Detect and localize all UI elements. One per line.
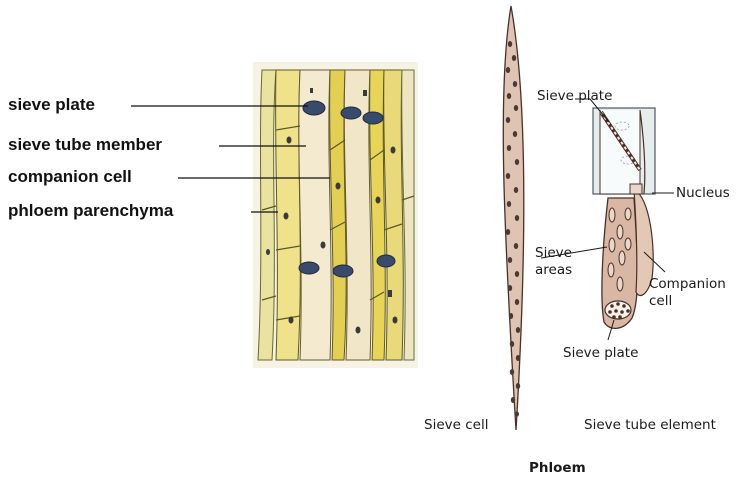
label-companion-cell-1: Companion <box>649 276 726 292</box>
label-sieve-tube-element: Sieve tube element <box>584 417 716 433</box>
label-sieve-plate: sieve plate <box>8 95 95 114</box>
label-phloem-parenchyma: phloem parenchyma <box>8 201 174 220</box>
left-leader-lines <box>131 105 330 213</box>
label-nucleus: Nucleus <box>676 185 730 201</box>
label-sieve-plate-top: Sieve plate <box>537 88 613 104</box>
right-leader-lines <box>540 98 674 341</box>
label-companion-cell-2: cell <box>649 293 673 309</box>
label-companion-cell: companion cell <box>8 167 132 186</box>
sieve-cell-drawing <box>502 5 525 431</box>
phloem-micrograph <box>253 62 418 368</box>
label-sieve-cell: Sieve cell <box>424 417 489 433</box>
sieve-tube-element-drawing <box>592 107 656 329</box>
label-sieve-areas-1: Sieve <box>535 245 572 261</box>
label-sieve-tube-member: sieve tube member <box>8 135 163 154</box>
label-sieve-areas-2: areas <box>535 262 573 278</box>
caption-phloem: Phloem <box>529 460 586 476</box>
label-sieve-plate-bottom: Sieve plate <box>563 345 639 361</box>
